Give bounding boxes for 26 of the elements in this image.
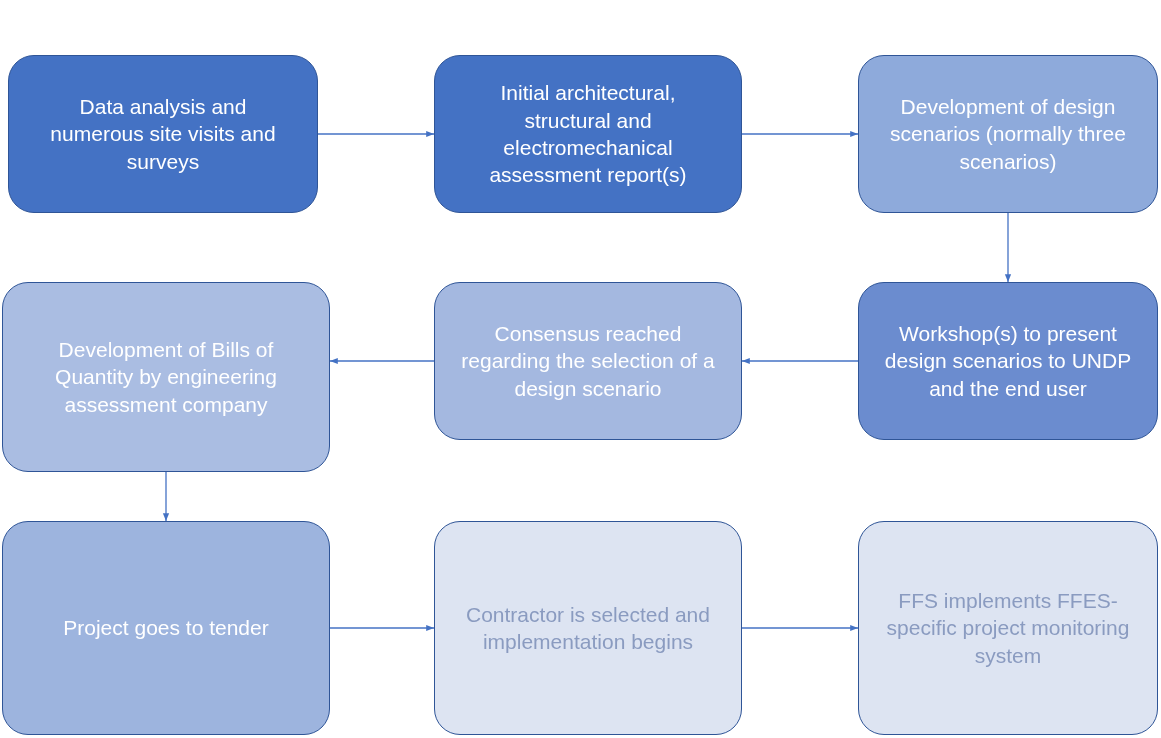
process-box	[434, 55, 742, 213]
arrow	[1004, 212, 1012, 283]
arrow	[741, 624, 859, 632]
process-box	[8, 55, 318, 213]
step-text: Consensus reached regarding the selection of a design scenario	[460, 321, 716, 402]
process-box	[434, 282, 742, 440]
process-box	[2, 521, 330, 735]
process-box	[858, 521, 1158, 735]
step-text: Project goes to tender	[63, 615, 269, 642]
step-text: FFS implements FFES-specific project monitoring system	[885, 588, 1131, 669]
process-box	[434, 521, 742, 735]
step-text: Development of Bills of Quantity by engineering assessment company	[54, 337, 278, 418]
step-text: Workshop(s) to present design scenarios to UNDP and the end user	[883, 321, 1133, 402]
process-box	[858, 282, 1158, 440]
arrow	[162, 471, 170, 522]
step-text: Contractor is selected and implementation begins	[465, 601, 711, 655]
step-text: Development of design scenarios (normally three scenarios)	[889, 94, 1127, 175]
arrow	[317, 130, 435, 138]
arrow	[741, 130, 859, 138]
step-text: Initial architectural, structural and electromechanical assessment report(s)	[488, 80, 688, 189]
process-box	[2, 282, 330, 472]
step-text: Data analysis and numerous site visits and surveys	[49, 94, 277, 175]
arrow	[329, 624, 435, 632]
arrow	[741, 357, 859, 365]
arrow	[329, 357, 435, 365]
process-box	[858, 55, 1158, 213]
